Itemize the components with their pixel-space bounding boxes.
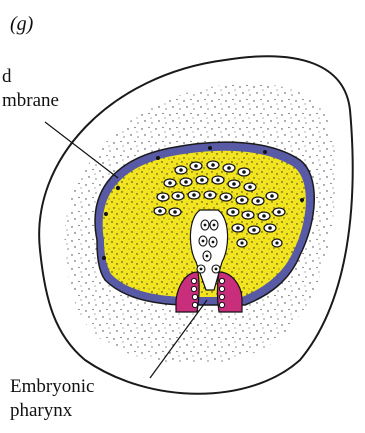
pharynx-label-line1: Embryonic [10, 376, 94, 397]
membrane-label-line2: mbrane [2, 90, 59, 111]
panel-label: (g) [10, 13, 34, 35]
pharynx-label-line2: pharynx [10, 400, 73, 421]
membrane-label-line1: d [2, 66, 12, 87]
